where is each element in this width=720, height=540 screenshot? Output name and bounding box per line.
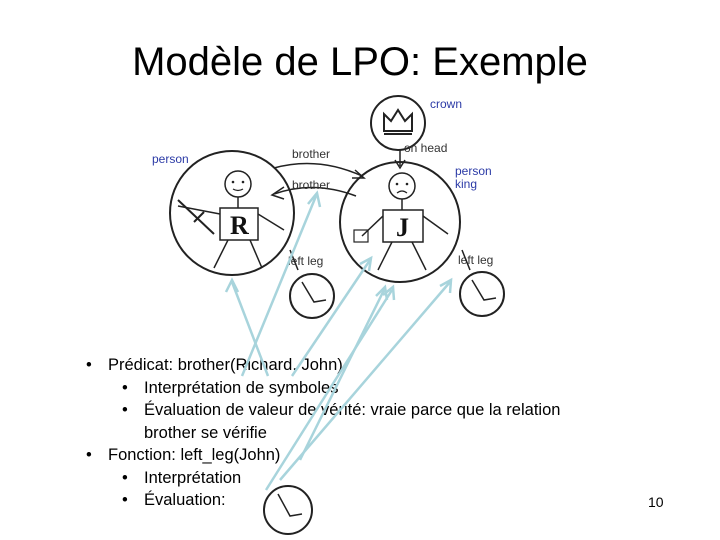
bullet-marker: • [122,489,128,512]
john-leg-circle [460,272,504,316]
john-head [389,173,415,199]
bullet-evaluation-truth-cont: brother se vérifie [86,422,646,445]
label-on-head: on head [404,141,447,155]
bullet-text: Interprétation [144,469,241,487]
bullet-text: Fonction: left_leg(John) [108,446,280,464]
richard-letter: R [230,211,249,240]
crown-icon [384,110,412,131]
richard-head [225,171,251,197]
richard-sword [178,200,214,234]
label-person-left: person [152,152,189,166]
bullet-evaluation-truth: • Évaluation de valeur de vérité: vraie … [86,399,646,422]
bullet-text: Évaluation: [144,491,226,509]
richard-leg-circle [290,274,334,318]
label-person-right: person [455,164,492,178]
label-king: king [455,177,477,191]
label-left-leg-richard: left leg [288,254,323,268]
bullet-text: Prédicat: brother(Richard, John) [108,356,343,374]
bullet-interpretation-symbols: • Interprétation de symboles [86,377,646,400]
bullet-marker: • [122,377,128,400]
bullet-marker: • [86,444,92,467]
label-crown: crown [430,97,462,111]
bullet-text: Évaluation de valeur de vérité: vraie pa… [144,401,560,419]
bullet-marker: • [86,354,92,377]
bullet-predicate: • Prédicat: brother(Richard, John) [86,354,646,377]
label-brother-bottom: brother [292,178,330,192]
bullet-marker: • [122,399,128,422]
bullet-text: brother se vérifie [144,424,267,442]
bullet-function: • Fonction: left_leg(John) [86,444,646,467]
john-letter: J [396,213,409,242]
bullet-text: Interprétation de symboles [144,379,338,397]
bullet-list: • Prédicat: brother(Richard, John) • Int… [86,354,646,512]
label-brother-top: brother [292,147,330,161]
brother-arrow-top [274,164,362,177]
page-number: 10 [648,494,664,510]
bullet-evaluation: • Évaluation: [86,489,646,512]
bullet-interpretation: • Interprétation [86,467,646,490]
bullet-marker: • [122,467,128,490]
